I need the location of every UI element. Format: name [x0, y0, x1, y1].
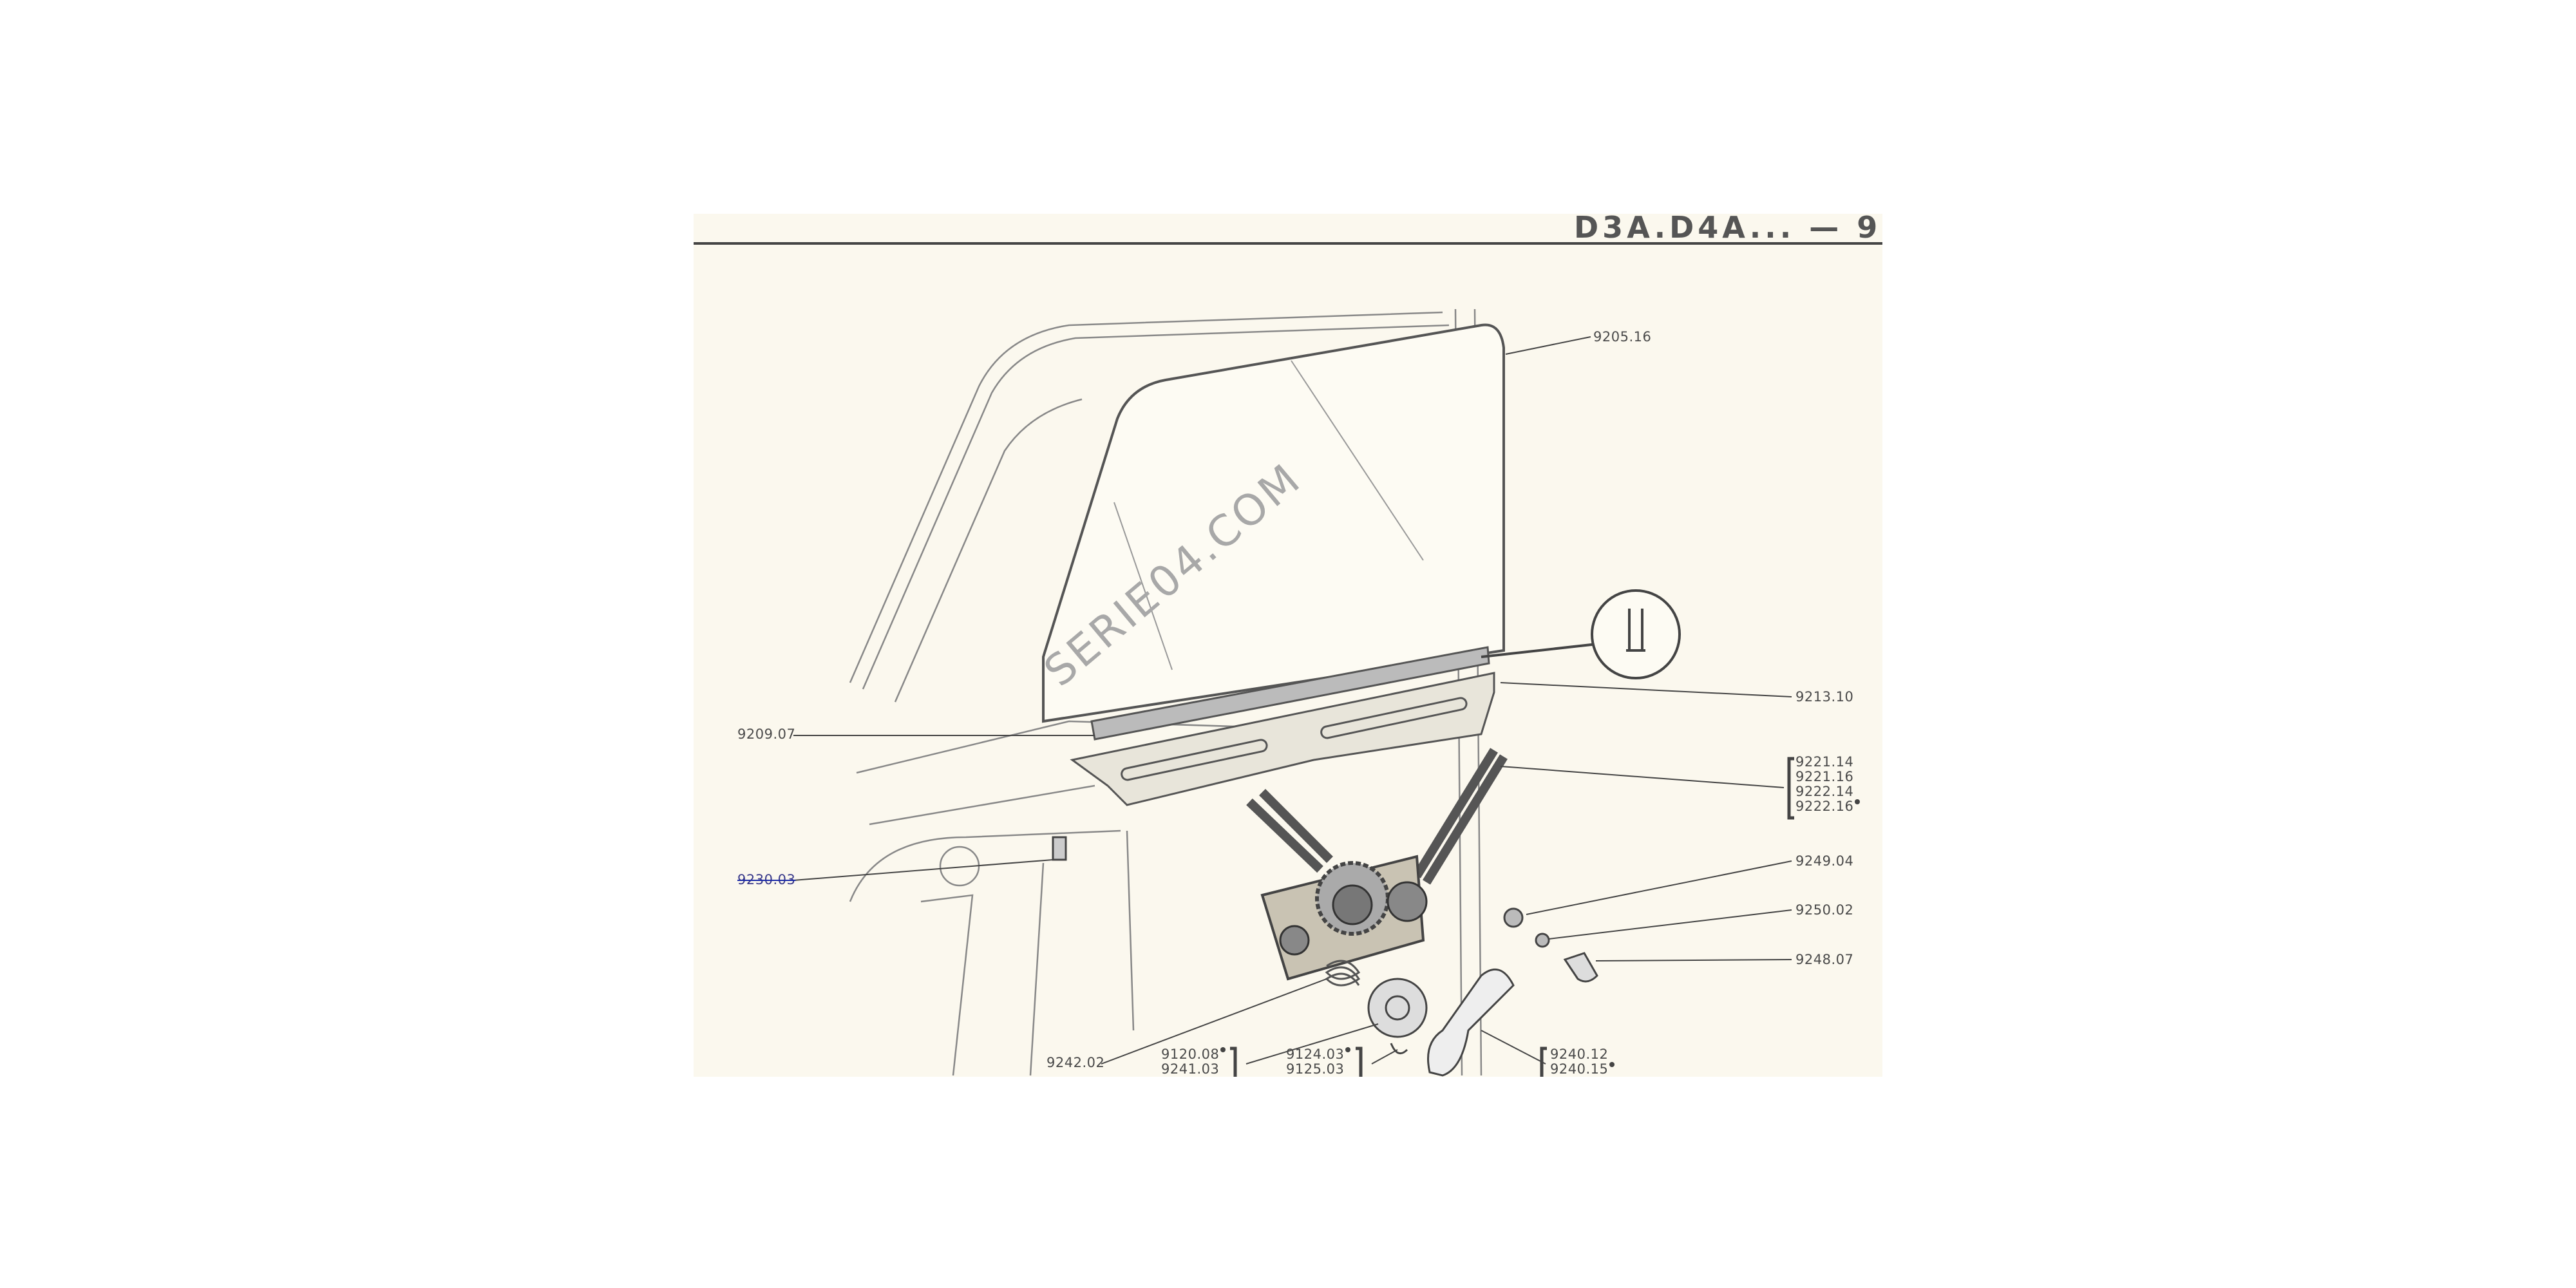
bolt-9230: [1052, 836, 1067, 861]
part-label-seal: 9213.10: [1795, 689, 1854, 705]
part-label-spring: 9242.02: [1046, 1055, 1105, 1070]
glass-seal-strip: [1090, 646, 1490, 741]
marker-dot-icon: [1345, 1047, 1351, 1052]
part-label-escutcheon-group: 9120.08 9241.03: [1161, 1047, 1226, 1077]
regulator-arm: [1246, 748, 1508, 885]
spring-9242: [1325, 960, 1361, 987]
part-label: 9222.14: [1795, 784, 1854, 799]
part-label-glass: 9205.16: [1593, 329, 1652, 345]
part-label: 9241.03: [1161, 1061, 1220, 1077]
part-label-clip-group: 9124.03 9125.03: [1286, 1046, 1351, 1077]
marker-dot-icon: [1855, 799, 1861, 804]
part-label: 9221.14: [1795, 754, 1854, 770]
part-label-handle-group: 9240.12 9240.15: [1550, 1047, 1615, 1077]
part-label: 9125.03: [1286, 1061, 1345, 1077]
page-header-model-code: D3A.D4A... — 92E: [1574, 214, 1882, 245]
regulator-gear: [1332, 884, 1373, 925]
part-label: 9240.15: [1550, 1061, 1609, 1077]
part-label-regulator-group: 9221.14 9221.16 9222.14 9222.16: [1795, 754, 1861, 814]
knob-9248: [1563, 952, 1598, 983]
part-label-screw: 9249.04: [1795, 853, 1854, 869]
screw-9249: [1503, 907, 1524, 928]
handle-9240: [1427, 969, 1515, 1077]
clip-9124: [1390, 1043, 1408, 1055]
part-label-washer: 9250.02: [1795, 902, 1854, 918]
part-label-channel: 9209.07: [737, 726, 796, 742]
window-regulator-exploded-diagram: [694, 242, 1882, 1077]
seal-detail-circle: [1591, 589, 1681, 679]
part-label-knob: 9248.07: [1795, 952, 1854, 967]
part-label-struck-bolt: 9230.03: [737, 872, 796, 887]
part-label: 9222.16: [1795, 799, 1854, 814]
escutcheon-9120: [1367, 978, 1428, 1038]
washer-9250: [1535, 933, 1550, 948]
parts-catalog-page: D3A.D4A... — 92E SERIE04.COM 9205.16 921…: [694, 214, 1882, 1077]
marker-dot-icon: [1220, 1047, 1226, 1052]
part-label: 9120.08: [1161, 1046, 1220, 1062]
part-label: 9124.03: [1286, 1046, 1345, 1062]
marker-dot-icon: [1609, 1062, 1615, 1067]
window-glass: [1042, 323, 1505, 723]
part-label: 9221.16: [1795, 769, 1854, 784]
part-label: 9240.12: [1550, 1046, 1609, 1062]
glass-channel: [1070, 672, 1495, 806]
